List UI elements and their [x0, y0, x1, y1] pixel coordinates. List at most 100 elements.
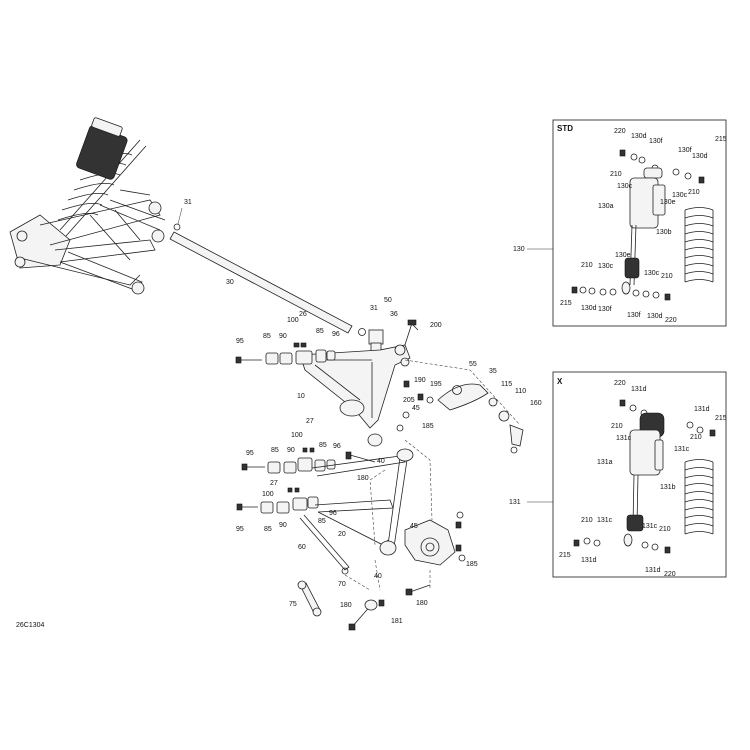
nut-115	[488, 397, 498, 407]
callout-s130c_b: 130c	[672, 192, 688, 199]
callout-l180c: 180	[416, 600, 428, 607]
callout-s130c_c: 130c	[598, 263, 614, 270]
std-spring-130b	[684, 207, 714, 283]
callout-x131c_d: 131c	[642, 523, 658, 530]
callout-x131c_a: 131c	[616, 435, 632, 442]
callout-l45b: 45	[410, 523, 418, 530]
callout-l85b: 85	[316, 328, 324, 335]
wheel-knuckle	[404, 511, 466, 566]
callout-l85f: 85	[318, 518, 326, 525]
lower-hardware	[348, 584, 431, 631]
callout-s210d: 210	[661, 273, 673, 280]
callout-l55: 55	[469, 361, 477, 368]
callout-l90a: 90	[279, 333, 287, 340]
callout-s130d_b: 130d	[692, 153, 708, 160]
ring-55	[452, 385, 462, 395]
callout-x210d: 210	[659, 526, 671, 533]
callout-l96b: 96	[333, 443, 341, 450]
callout-s215b: 215	[560, 300, 572, 307]
callout-l40b: 40	[374, 573, 382, 580]
tie-rod-60	[299, 514, 350, 575]
callout-x210c: 210	[581, 517, 593, 524]
callout-s210c: 210	[581, 262, 593, 269]
callout-s130f_c: 130f	[598, 306, 612, 313]
bushing-50	[368, 329, 384, 345]
callout-s130d_a: 130d	[631, 133, 647, 140]
assembled-arms	[9, 189, 166, 295]
callout-l45a: 45	[412, 405, 420, 412]
callout-l131: 131	[509, 499, 521, 506]
bolt-200	[407, 319, 417, 326]
callout-x220a: 220	[614, 380, 626, 387]
callout-l20: 20	[338, 531, 346, 538]
bolt-180-right	[405, 588, 413, 596]
lower-a-arm-20	[311, 448, 414, 556]
callout-x131a: 131a	[597, 459, 613, 466]
assembled-suspension-view	[9, 117, 166, 295]
callout-l100b: 100	[291, 432, 303, 439]
callout-l96a: 96	[332, 331, 340, 338]
std-reservoir-130e	[652, 184, 666, 216]
callout-l130: 130	[513, 246, 525, 253]
callout-s130c_d: 130c	[644, 270, 660, 277]
callout-x131d_d: 131d	[645, 567, 661, 574]
callout-s210b: 210	[688, 189, 700, 196]
bushing-stack-lower	[236, 487, 319, 514]
bushing-stack-upper	[235, 342, 336, 365]
callout-x131c_c: 131c	[597, 517, 613, 524]
callout-s130f_d: 130f	[627, 312, 641, 319]
callout-l75: 75	[289, 601, 297, 608]
callout-x210b: 210	[690, 434, 702, 441]
upper-a-arm-10	[299, 344, 411, 429]
callout-x131d_a: 131d	[631, 386, 647, 393]
callout-s130d_c: 130d	[581, 305, 597, 312]
link-35-assembly	[396, 359, 524, 454]
callout-l30: 30	[226, 279, 234, 286]
callout-s130a: 130a	[598, 203, 614, 210]
callout-l100a: 100	[287, 317, 299, 324]
callout-l110: 110	[515, 388, 526, 395]
x-shock-parts	[527, 399, 716, 554]
callout-s130e_a: 130e	[660, 199, 676, 206]
callout-x131d_b: 131d	[694, 406, 710, 413]
callout-s220b: 220	[665, 317, 677, 324]
assembly-guide-lines	[344, 439, 433, 591]
diagram-code: 26C1304	[16, 622, 45, 629]
callout-l180a: 180	[357, 475, 369, 482]
callout-l90b: 90	[287, 447, 295, 454]
bushing-40-lower	[379, 540, 397, 556]
bolt-95-upper	[235, 356, 242, 364]
callout-l31b: 31	[370, 305, 378, 312]
callout-s130f_a: 130f	[649, 138, 663, 145]
callout-l35: 35	[489, 368, 497, 375]
sway-bar-hardware	[368, 319, 419, 355]
callout-l36: 36	[390, 311, 398, 318]
rod-end-160	[509, 424, 524, 447]
callout-l95c: 95	[236, 526, 244, 533]
callout-x215a: 215	[715, 415, 727, 422]
callout-l85c: 85	[319, 442, 327, 449]
callout-l100c: 100	[262, 491, 274, 498]
callout-l195: 195	[430, 381, 442, 388]
callout-l185a: 185	[422, 423, 434, 430]
callout-l85d: 85	[271, 447, 279, 454]
callout-l27b: 27	[270, 480, 278, 487]
callout-s130b: 130b	[656, 229, 672, 236]
callout-s130d_d: 130d	[647, 313, 663, 320]
x-spring-131b	[684, 459, 714, 535]
stabilizer-link-75	[297, 580, 322, 617]
callout-l95a: 95	[236, 338, 244, 345]
callout-l180b: 180	[340, 602, 352, 609]
callout-s130e_b: 130e	[615, 252, 631, 259]
callout-l205: 205	[403, 397, 415, 404]
callout-l31a: 31	[184, 199, 192, 206]
callout-x131c_b: 131c	[674, 446, 690, 453]
callout-s220a: 220	[614, 128, 626, 135]
callout-l160: 160	[530, 400, 542, 407]
x-box-title: X	[557, 377, 563, 386]
assembled-shock-spring	[57, 117, 147, 237]
callout-l190: 190	[414, 377, 426, 384]
nut-181	[378, 599, 385, 607]
